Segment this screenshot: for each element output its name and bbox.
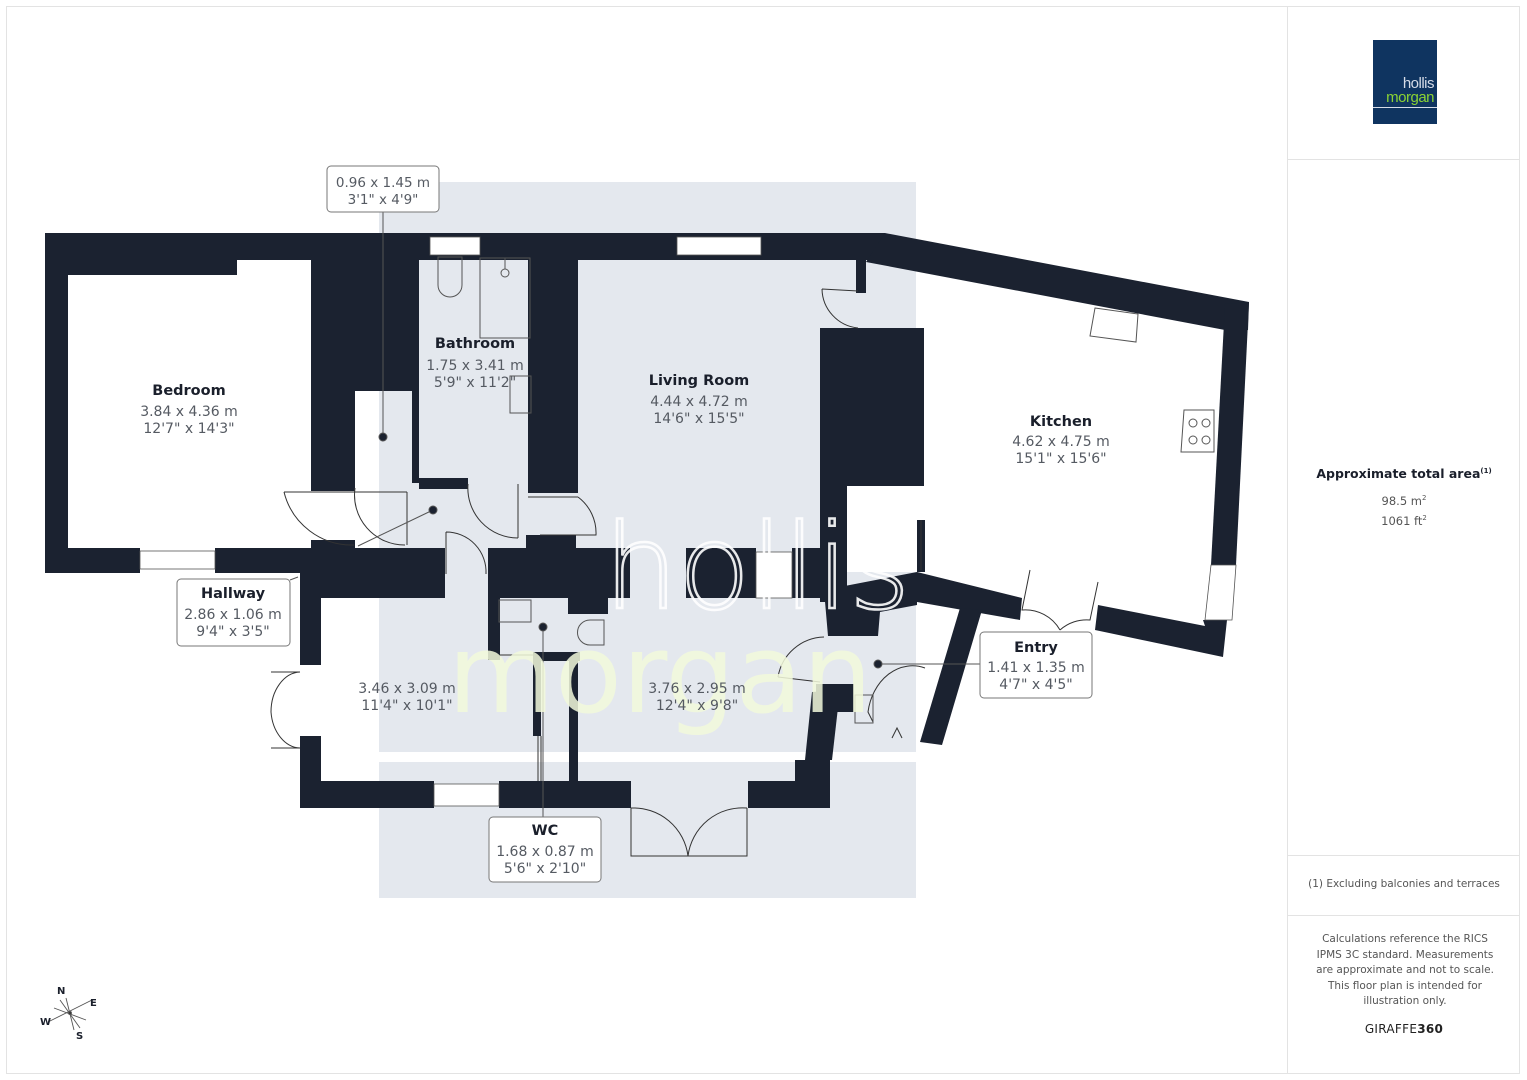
page-frame xyxy=(6,6,1520,1074)
callout-closet: 0.96 x 1.45 m 3'1" x 4'9" xyxy=(326,165,440,213)
svg-text:Living Room: Living Room xyxy=(649,373,750,389)
svg-text:Kitchen: Kitchen xyxy=(1030,414,1092,430)
svg-text:1.41 x 1.35 m: 1.41 x 1.35 m xyxy=(987,660,1085,676)
logo-text-hollis: hollis xyxy=(1402,75,1435,92)
hollis-morgan-logo: hollis morgan xyxy=(1373,40,1437,124)
svg-text:5'9" x 11'2": 5'9" x 11'2" xyxy=(434,375,516,391)
watermark: hollis morgan xyxy=(448,497,912,738)
room-kitchen: Kitchen 4.62 x 4.75 m 15'1" x 15'6" xyxy=(1012,414,1110,467)
windows xyxy=(139,236,1237,807)
svg-text:Hallway: Hallway xyxy=(201,586,266,602)
svg-text:15'1" x 15'6": 15'1" x 15'6" xyxy=(1015,451,1106,467)
logo-text-morgan: morgan xyxy=(1386,89,1434,106)
fixtures xyxy=(437,256,1215,724)
svg-text:11'4" x 10'1": 11'4" x 10'1" xyxy=(361,698,452,714)
doors xyxy=(270,288,1099,857)
wc-sink-icon xyxy=(498,599,532,623)
giraffe360-brand: GIRAFFE360 xyxy=(1364,1022,1444,1036)
logo-rule xyxy=(1373,107,1437,108)
room-labels: Bedroom 3.84 x 4.36 m 12'7" x 14'3" Bath… xyxy=(140,336,1110,714)
callout-boxes: 0.96 x 1.45 m 3'1" x 4'9" Hallway 2.86 x… xyxy=(176,165,1093,883)
disclaimer-text: Calculations reference the RICS IPMS 3C … xyxy=(1316,933,1494,1007)
logo-section: hollis morgan xyxy=(1288,6,1520,160)
svg-text:Bedroom: Bedroom xyxy=(152,383,225,399)
room-living-room: Living Room 4.44 x 4.72 m 14'6" x 15'5" xyxy=(649,373,750,427)
area-section: Approximate total area(1) 98.5 m2 1061 f… xyxy=(1288,160,1520,856)
svg-text:4.44 x 4.72 m: 4.44 x 4.72 m xyxy=(650,394,748,410)
kitchen-floor xyxy=(925,268,1225,625)
svg-text:3'1" x 4'9": 3'1" x 4'9" xyxy=(348,192,419,208)
area-m2: 98.5 m2 xyxy=(1381,494,1427,508)
svg-text:hollis: hollis xyxy=(604,498,911,636)
room-sw: 3.46 x 3.09 m 11'4" x 10'1" xyxy=(358,681,456,714)
callout-wc: WC 1.68 x 0.87 m 5'6" x 2'10" xyxy=(488,816,602,883)
svg-text:3.46 x 3.09 m: 3.46 x 3.09 m xyxy=(358,681,456,697)
stairs-icon xyxy=(854,694,874,724)
room-bedroom: Bedroom 3.84 x 4.36 m 12'7" x 14'3" xyxy=(140,383,238,437)
callout-pointers xyxy=(289,212,980,817)
footnote-text: (1) Excluding balconies and terraces xyxy=(1308,878,1500,890)
svg-text:0.96 x 1.45 m: 0.96 x 1.45 m xyxy=(336,175,430,191)
area-title: Approximate total area(1) xyxy=(1316,466,1492,481)
svg-text:N: N xyxy=(57,986,65,997)
compass-icon xyxy=(47,997,93,1031)
compass-labels: N E S W xyxy=(40,986,97,1042)
svg-text:5'6" x 2'10": 5'6" x 2'10" xyxy=(504,861,586,877)
svg-text:3.76 x 2.95 m: 3.76 x 2.95 m xyxy=(648,681,746,697)
svg-text:9'4" x 3'5": 9'4" x 3'5" xyxy=(196,624,269,640)
room-s: 3.76 x 2.95 m 12'4" x 9'8" xyxy=(648,681,746,714)
svg-text:14'6" x 15'5": 14'6" x 15'5" xyxy=(653,411,744,427)
svg-text:4'7" x 4'5": 4'7" x 4'5" xyxy=(999,677,1072,693)
svg-text:3.84 x 4.36 m: 3.84 x 4.36 m xyxy=(140,404,238,420)
callout-entry: Entry 1.41 x 1.35 m 4'7" x 4'5" xyxy=(979,631,1093,699)
hob-icon xyxy=(1180,409,1215,453)
info-panel: hollis morgan Approximate total area(1) … xyxy=(1287,6,1520,1074)
svg-text:12'4" x 9'8": 12'4" x 9'8" xyxy=(656,698,738,714)
svg-text:Entry: Entry xyxy=(1014,640,1058,656)
footnote-section: (1) Excluding balconies and terraces xyxy=(1288,856,1520,916)
room-bathroom: Bathroom 1.75 x 3.41 m 5'9" x 11'2" xyxy=(426,336,524,391)
svg-text:12'7" x 14'3": 12'7" x 14'3" xyxy=(143,421,234,437)
svg-text:W: W xyxy=(40,1017,51,1028)
svg-text:4.62 x 4.75 m: 4.62 x 4.75 m xyxy=(1012,434,1110,450)
kitchen-sink-icon xyxy=(1089,307,1139,343)
floor-plan-drawing: hollis morgan Bedroom 3.84 x 4.36 m 12'7… xyxy=(40,165,1249,1042)
svg-text:Bathroom: Bathroom xyxy=(435,336,515,352)
walls xyxy=(45,233,1249,808)
area-ft2: 1061 ft2 xyxy=(1381,514,1427,528)
shaded-area-south xyxy=(379,762,916,898)
wc-toilet-icon xyxy=(577,619,605,646)
svg-text:S: S xyxy=(76,1031,83,1042)
svg-text:morgan: morgan xyxy=(448,610,873,738)
sink-icon xyxy=(509,375,532,414)
floor-plan: hollis morgan Bedroom 3.84 x 4.36 m 12'7… xyxy=(40,165,1249,1042)
bedroom-floor xyxy=(68,275,311,548)
callout-hallway: Hallway 2.86 x 1.06 m 9'4" x 3'5" xyxy=(176,578,291,647)
svg-text:1.75 x 3.41 m: 1.75 x 3.41 m xyxy=(426,358,524,374)
svg-text:WC: WC xyxy=(532,823,559,839)
svg-text:E: E xyxy=(90,998,97,1009)
svg-text:2.86 x 1.06 m: 2.86 x 1.06 m xyxy=(184,607,282,623)
toilet-icon xyxy=(437,256,463,298)
svg-text:1.68 x 0.87 m: 1.68 x 0.87 m xyxy=(496,844,594,860)
room-sw-floor xyxy=(321,598,379,781)
